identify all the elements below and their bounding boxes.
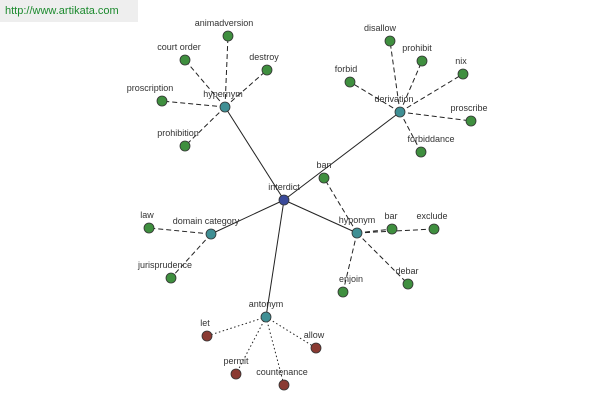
edge-hyponym-enjoin — [342, 232, 358, 293]
node-layer — [143, 30, 477, 391]
edge-hypernym-animadversion — [224, 35, 229, 108]
node-animadversion[interactable] — [222, 30, 234, 42]
edge-antonym-permit — [235, 316, 267, 375]
label-let[interactable]: let — [200, 318, 210, 328]
edge-interdict-hypernym — [224, 106, 285, 201]
node-allow[interactable] — [310, 342, 322, 354]
node-destroy[interactable] — [261, 64, 273, 76]
node-antonym[interactable] — [260, 311, 272, 323]
label-forbid[interactable]: forbid — [335, 64, 358, 74]
node-interdict[interactable] — [278, 194, 290, 206]
edge-interdict-antonym — [265, 199, 285, 318]
label-interdict[interactable]: interdict — [268, 182, 300, 192]
node-disallow[interactable] — [384, 35, 396, 47]
edge-interdict-domain-category — [210, 199, 285, 235]
label-destroy[interactable]: destroy — [249, 52, 279, 62]
label-prohibit[interactable]: prohibit — [402, 43, 432, 53]
edge-hypernym-proscription — [161, 100, 226, 108]
edge-derivation-disallow — [389, 40, 401, 113]
edge-hypernym-court-order — [184, 59, 226, 108]
node-law[interactable] — [143, 222, 155, 234]
node-exclude[interactable] — [428, 223, 440, 235]
edge-interdict-derivation — [283, 111, 401, 201]
node-enjoin[interactable] — [337, 286, 349, 298]
edge-derivation-proscribe — [399, 111, 472, 122]
node-prohibition[interactable] — [179, 140, 191, 152]
edge-derivation-forbid — [349, 81, 401, 113]
label-animadversion[interactable]: animadversion — [195, 18, 254, 28]
node-court-order[interactable] — [179, 54, 191, 66]
label-hypernym[interactable]: hypernym — [203, 89, 243, 99]
edge-derivation-nix — [399, 73, 464, 113]
edge-hypernym-prohibition — [184, 106, 226, 147]
edge-hyponym-ban — [323, 177, 358, 234]
node-jurisprudence[interactable] — [165, 272, 177, 284]
label-court-order[interactable]: court order — [157, 42, 201, 52]
node-countenance[interactable] — [278, 379, 290, 391]
node-bar[interactable] — [386, 223, 398, 235]
edge-domain-category-jurisprudence — [170, 233, 212, 279]
label-antonym[interactable]: antonym — [249, 299, 284, 309]
node-derivation[interactable] — [394, 106, 406, 118]
node-permit[interactable] — [230, 368, 242, 380]
site-watermark[interactable]: http://www.artikata.com — [0, 0, 138, 22]
node-proscribe[interactable] — [465, 115, 477, 127]
label-permit[interactable]: permit — [223, 356, 249, 366]
label-exclude[interactable]: exclude — [416, 211, 447, 221]
node-hyponym[interactable] — [351, 227, 363, 239]
label-hyponym[interactable]: hyponym — [339, 215, 376, 225]
label-allow[interactable]: allow — [304, 330, 325, 340]
node-forbid[interactable] — [344, 76, 356, 88]
edge-interdict-hyponym — [283, 199, 358, 234]
label-debar[interactable]: debar — [395, 266, 418, 276]
edge-domain-category-law — [148, 227, 212, 235]
node-forbiddance[interactable] — [415, 146, 427, 158]
node-debar[interactable] — [402, 278, 414, 290]
node-prohibit[interactable] — [416, 55, 428, 67]
edge-layer — [148, 35, 472, 386]
edge-hypernym-destroy — [224, 69, 268, 108]
label-forbiddance[interactable]: forbiddance — [407, 134, 454, 144]
label-ban[interactable]: ban — [316, 160, 331, 170]
label-domain-category[interactable]: domain category — [173, 216, 240, 226]
edge-hyponym-debar — [356, 232, 409, 285]
node-nix[interactable] — [457, 68, 469, 80]
label-nix[interactable]: nix — [455, 56, 467, 66]
label-prohibition[interactable]: prohibition — [157, 128, 199, 138]
edge-derivation-prohibit — [399, 60, 423, 113]
node-proscription[interactable] — [156, 95, 168, 107]
label-bar[interactable]: bar — [384, 211, 397, 221]
label-countenance[interactable]: countenance — [256, 367, 308, 377]
node-hypernym[interactable] — [219, 101, 231, 113]
label-layer: interdict hypernym derivation domain catego… — [127, 18, 488, 377]
label-derivation[interactable]: derivation — [374, 94, 413, 104]
edge-hyponym-exclude — [356, 228, 435, 234]
edge-hyponym-bar — [356, 228, 393, 234]
edge-derivation-forbiddance — [399, 111, 422, 153]
label-disallow[interactable]: disallow — [364, 23, 397, 33]
edge-antonym-let — [206, 316, 267, 337]
label-enjoin[interactable]: enjoin — [339, 274, 363, 284]
node-let[interactable] — [201, 330, 213, 342]
edge-antonym-allow — [265, 316, 317, 349]
node-domain-category[interactable] — [205, 228, 217, 240]
label-proscribe[interactable]: proscribe — [450, 103, 487, 113]
label-jurisprudence[interactable]: jurisprudence — [137, 260, 192, 270]
label-proscription[interactable]: proscription — [127, 83, 174, 93]
label-law[interactable]: law — [140, 210, 154, 220]
node-ban[interactable] — [318, 172, 330, 184]
